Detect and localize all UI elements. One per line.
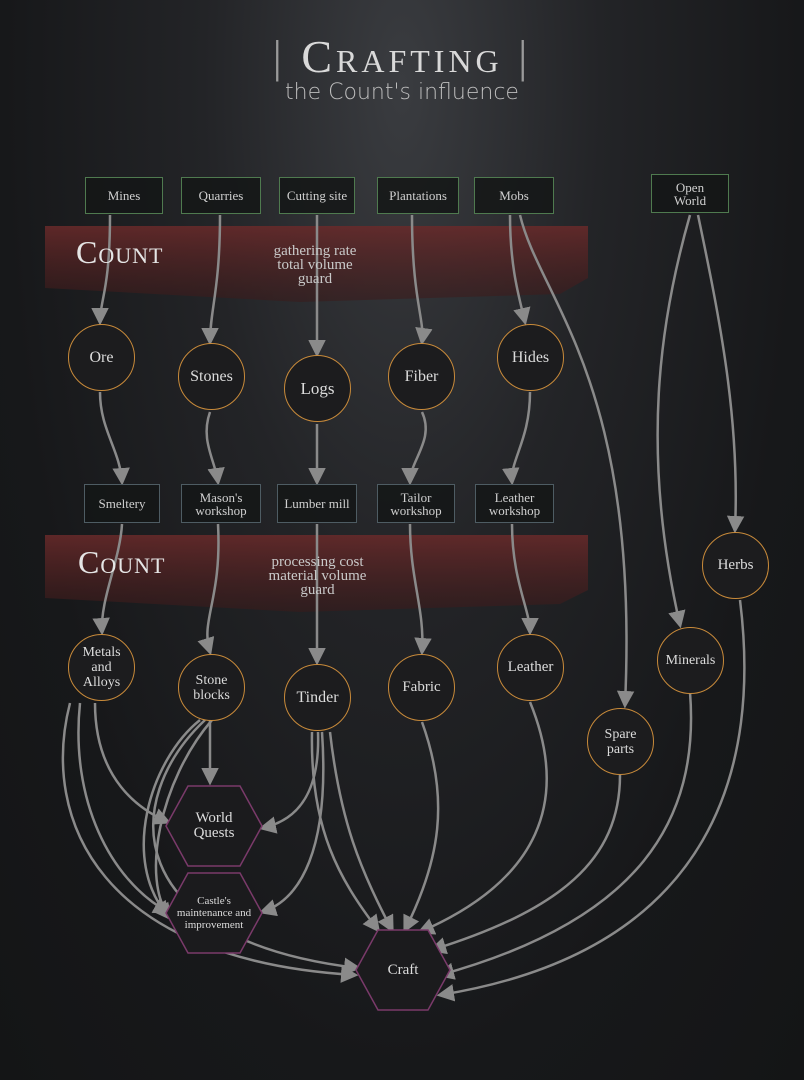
workshop-smeltery: Smeltery (84, 484, 160, 523)
source-plantations: Plantations (377, 177, 459, 214)
source-mobs: Mobs (474, 177, 554, 214)
resource-stones: Stones (178, 343, 245, 410)
craft-hexagon (355, 929, 451, 1011)
page-subtitle: the Count's influence (285, 80, 519, 105)
source-open-world: Open World (651, 174, 729, 213)
source-quarries: Quarries (181, 177, 261, 214)
title-bar-left: | (272, 31, 286, 82)
source-mines: Mines (85, 177, 163, 214)
title-text: Crafting (301, 31, 503, 82)
product-leather: Leather (497, 634, 564, 701)
product-stone-blocks: Stone blocks (178, 654, 245, 721)
banner-gathering-line2: total volume (277, 257, 353, 273)
castle-label: Castle's maintenance and improvement (176, 895, 252, 931)
resource-fiber: Fiber (388, 343, 455, 410)
workshop-masons: Mason's workshop (181, 484, 261, 523)
banner-processing-count: Count (78, 544, 166, 580)
product-minerals: Minerals (657, 627, 724, 694)
resource-ore: Ore (68, 324, 135, 391)
castle-hexagon (165, 872, 263, 954)
product-spare-parts: Spare parts (587, 708, 654, 775)
banner-processing-line3: guard (300, 582, 335, 598)
product-metals-alloys: Metals and Alloys (68, 634, 135, 701)
workshop-tailor: Tailor workshop (377, 484, 455, 523)
craft-label: Craft (387, 961, 419, 978)
resource-hides: Hides (497, 324, 564, 391)
world-quests-hexagon (165, 785, 263, 867)
page-title: | Crafting | (0, 30, 804, 83)
banner-gathering-count: Count (76, 234, 164, 270)
banner-processing-line1: processing cost (271, 554, 364, 570)
product-herbs: Herbs (702, 532, 769, 599)
banner-gathering-line1: gathering rate (273, 243, 357, 259)
workshop-lumber-mill: Lumber mill (277, 484, 357, 523)
resource-logs: Logs (284, 355, 351, 422)
product-tinder: Tinder (284, 664, 351, 731)
world-quests-label: World Quests (193, 810, 235, 841)
workshop-leather: Leather workshop (475, 484, 554, 523)
banner-processing-details: processing cost material volume guard (240, 554, 395, 598)
banner-processing-line2: material volume (268, 568, 367, 584)
product-fabric: Fabric (388, 654, 455, 721)
banner-gathering-line3: guard (297, 271, 333, 287)
banner-gathering-details: gathering rate total volume guard (240, 243, 390, 287)
source-cutting-site: Cutting site (279, 177, 355, 214)
title-bar-right: | (518, 31, 532, 82)
